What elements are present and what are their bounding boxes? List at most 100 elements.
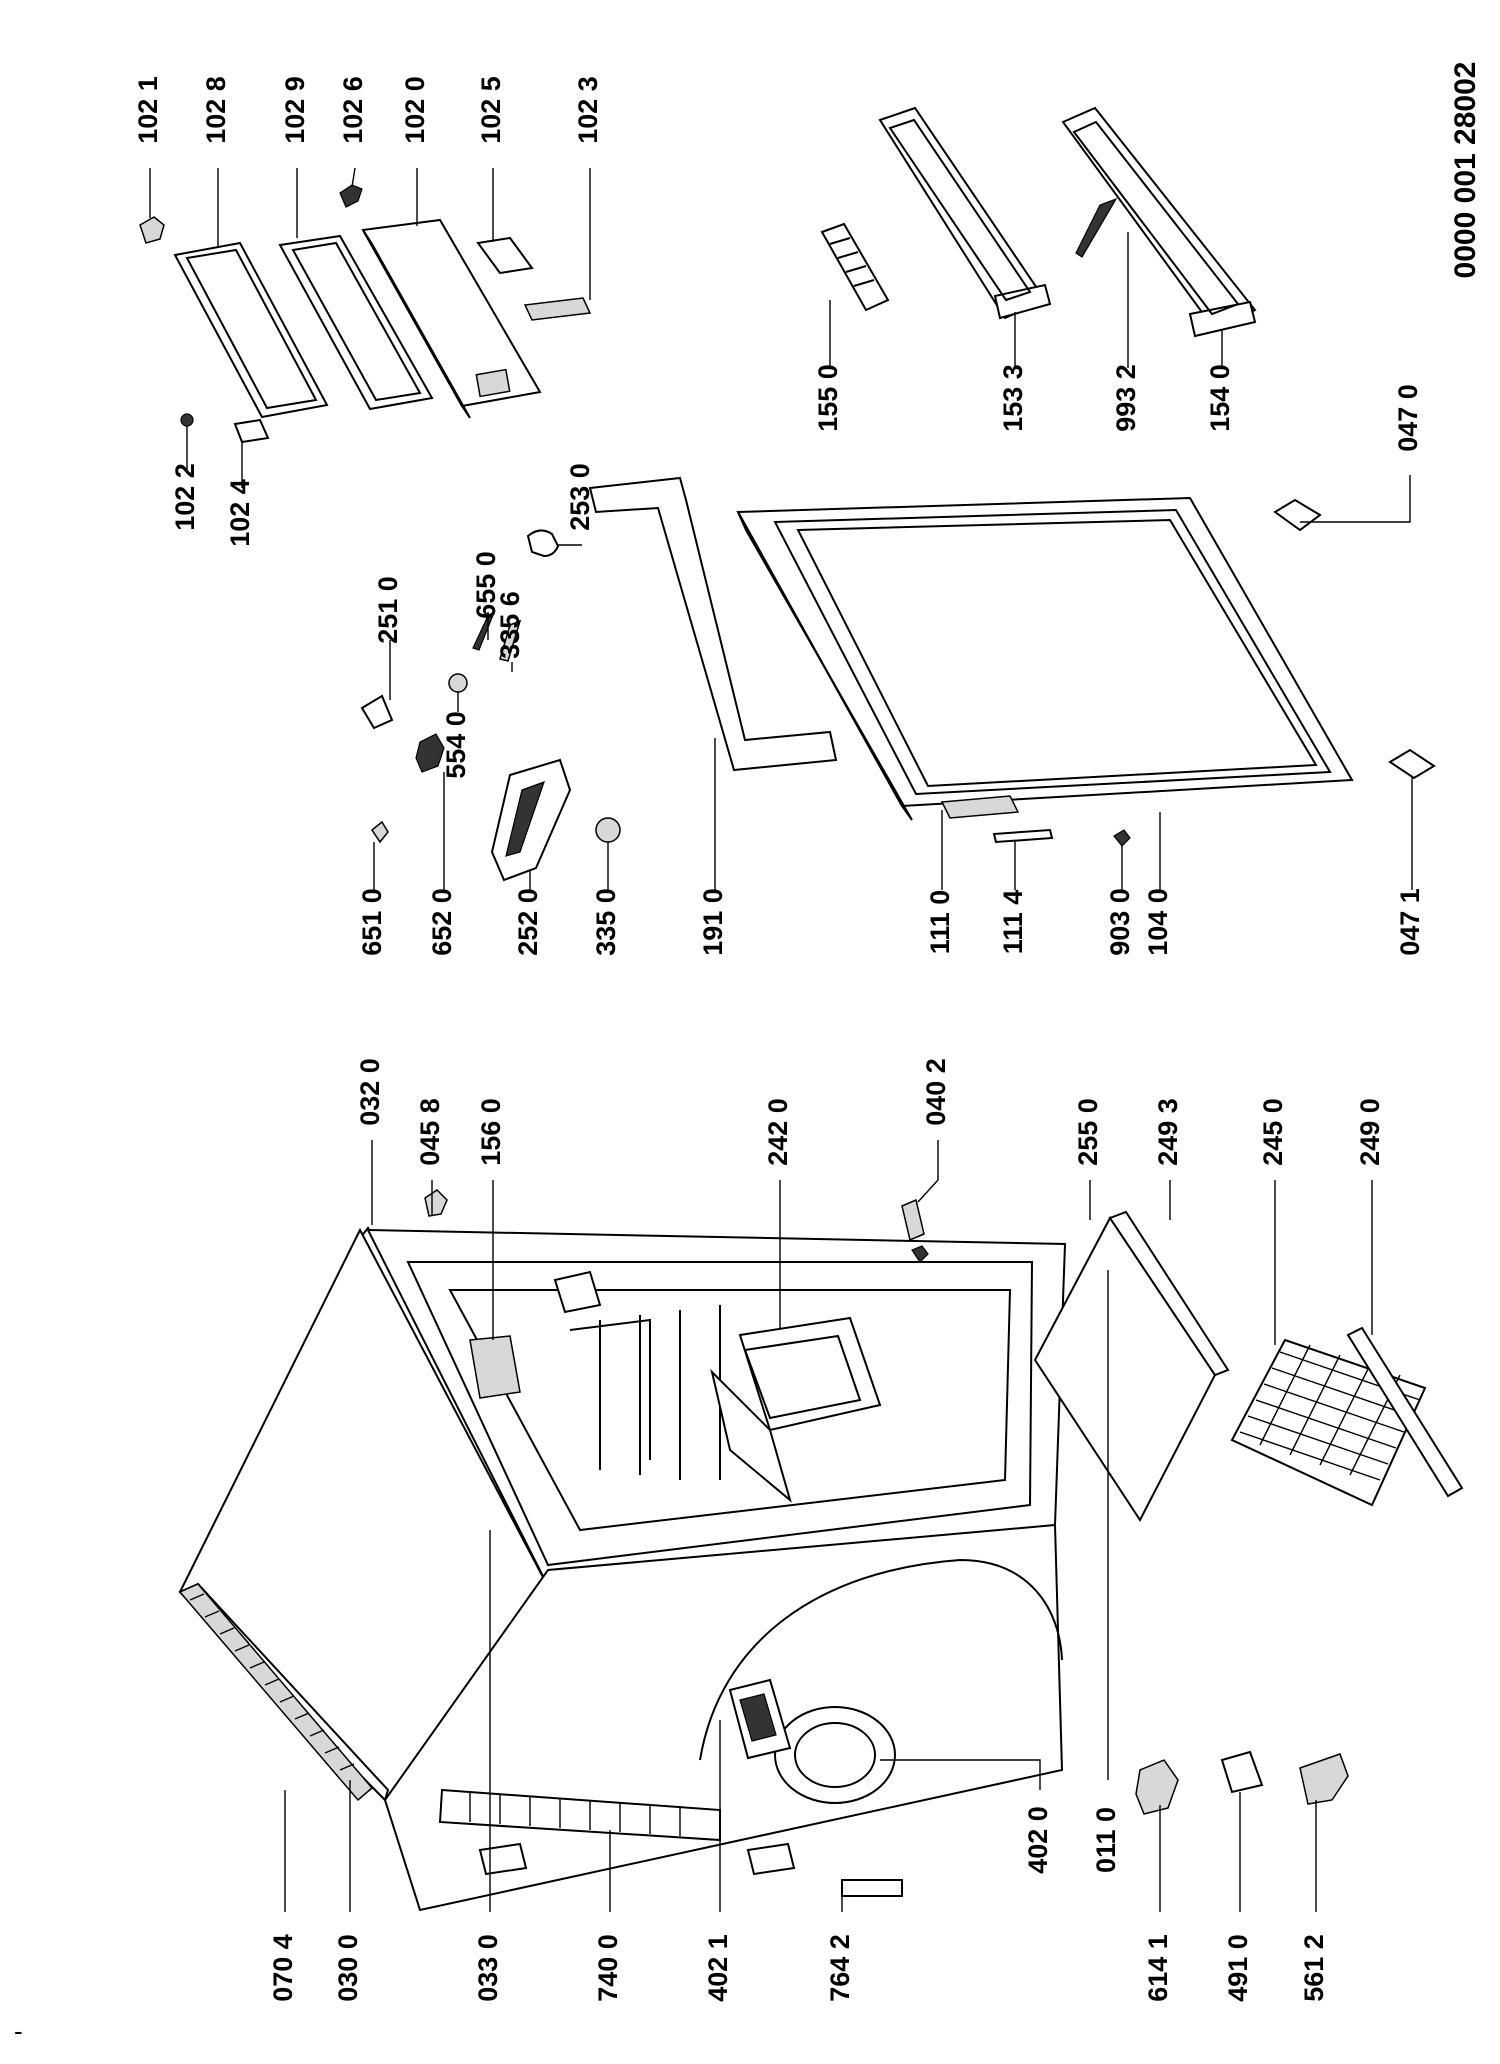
- hinge-0402-pin: [911, 1245, 929, 1263]
- door-screw-9030: [1113, 829, 1131, 847]
- label-0320: 032 0: [355, 1058, 385, 1126]
- freezer-door-bracket-1024: [233, 418, 270, 444]
- door-shelf-1540-side: [1188, 300, 1257, 338]
- condenser-fins: [469, 1792, 681, 1836]
- loose-parts: [1135, 1750, 1349, 1815]
- label-0300: 030 0: [333, 1934, 363, 2002]
- grid-shelf-2450: [1230, 1338, 1427, 1507]
- label-6510: 651 0: [357, 888, 387, 956]
- label-9932: 993 2: [1111, 364, 1141, 432]
- grille-strip-hatch: [189, 1593, 355, 1771]
- label-5612: 561 2: [1299, 1934, 1329, 2002]
- label-2493: 249 3: [1153, 1098, 1183, 1166]
- corner-mark: -: [14, 2016, 23, 2046]
- label-2450: 245 0: [1258, 1098, 1288, 1166]
- shelves-set: [1033, 1210, 1464, 1522]
- freezer-door-plate-1025: [476, 236, 534, 275]
- door-shelf-1533-lip: [888, 118, 1032, 302]
- freezer-door-frame-inner: [185, 248, 318, 410]
- thermostat-housing: [553, 1270, 602, 1314]
- label-0402: 040 2: [921, 1058, 951, 1126]
- label-2490: 249 0: [1355, 1098, 1385, 1166]
- leader-lines-top-right: [149, 167, 591, 488]
- shelf-trim-2493: [1108, 1210, 1230, 1377]
- door-panel-inner2: [796, 518, 1318, 788]
- label-4021: 402 1: [703, 1934, 733, 2002]
- screw-0458: [424, 1189, 448, 1217]
- freezer-door-inner-frame-1029: [278, 234, 434, 411]
- egg-tray-cells: [829, 237, 875, 287]
- label-1540: 154 0: [1205, 364, 1235, 432]
- label-0704: 070 4: [268, 1934, 298, 2002]
- leader-lines-bottom: [284, 1140, 1373, 1912]
- part-2530-cap: [526, 529, 560, 558]
- freezer-door-latch-1023: [523, 297, 592, 321]
- part-6510-pin: [370, 820, 389, 844]
- condenser-bracket-left: [478, 1842, 528, 1876]
- part-6550-sensor: [472, 609, 496, 651]
- label-7400: 740 0: [593, 1934, 623, 2002]
- door-assembly: [588, 476, 1354, 847]
- door-handle-1110: [940, 795, 1020, 819]
- label-0471: 047 1: [1395, 888, 1425, 956]
- part-2510-cover: [360, 694, 394, 730]
- label-1029: 102 9: [280, 76, 310, 144]
- label-3356: 335 6: [495, 591, 525, 659]
- freezer-door-clip-1021: [139, 216, 165, 244]
- cabinet-interior-back: [448, 1289, 1012, 1532]
- grid-shelf-wires: [1239, 1344, 1421, 1481]
- label-5540: 554 0: [441, 711, 471, 779]
- door-panel-inner: [773, 508, 1332, 796]
- label-0458: 045 8: [415, 1098, 445, 1166]
- leader-lines-shelves: [829, 232, 1413, 890]
- cabinet-assembly: [178, 1189, 1125, 1912]
- part-6520-thermostat: [415, 733, 445, 773]
- label-1021: 102 1: [133, 76, 163, 144]
- door-shelves: [820, 106, 1436, 780]
- label-1114: 111 4: [998, 890, 1028, 955]
- light-block-1560: [469, 1335, 521, 1399]
- egg-tray-1550: [820, 222, 890, 312]
- label-4910: 491 0: [1223, 1934, 1253, 2002]
- compressor-dome: [794, 1722, 876, 1788]
- freezer-door-frame-1028: [173, 241, 329, 419]
- shelf-trim-2490: [1346, 1326, 1464, 1498]
- part-4910: [1220, 1750, 1264, 1794]
- compressor-recess: [699, 1558, 1063, 1761]
- leader-lines-door: [714, 738, 1161, 890]
- foot-0471: [1388, 748, 1436, 780]
- freezer-door-panel-side: [362, 229, 471, 419]
- label-1533: 153 3: [998, 364, 1028, 432]
- label-3350: 335 0: [591, 888, 621, 956]
- grille-strip-0704: [178, 1583, 374, 1802]
- compressor-4020: [774, 1706, 896, 1804]
- part-3350-bulb: [595, 817, 621, 843]
- door-shelf-1540: [1061, 106, 1257, 332]
- freezer-door-assembly: [139, 184, 592, 444]
- label-2520: 252 0: [513, 888, 543, 956]
- part-2520-detail: [505, 781, 545, 857]
- door-gasket-1910: [588, 476, 838, 772]
- bottle-retainer-9932: [1075, 197, 1118, 258]
- label-1110: 111 0: [925, 890, 955, 955]
- label-1550: 155 0: [813, 364, 843, 432]
- label-1024: 102 4: [225, 479, 255, 547]
- condenser-bracket-right: [746, 1842, 796, 1876]
- label-1025: 102 5: [476, 76, 506, 144]
- label-0330: 033 0: [473, 1934, 503, 2002]
- label-6550: 655 0: [471, 551, 501, 619]
- label-1560: 156 0: [476, 1098, 506, 1166]
- label-4020: 402 0: [1023, 1806, 1053, 1874]
- label-1910: 191 0: [698, 888, 728, 956]
- label-2510: 251 0: [373, 576, 403, 644]
- label-1026: 102 6: [338, 76, 368, 144]
- part-6141: [1135, 1759, 1179, 1815]
- door-shelf-1540-lip: [1072, 120, 1240, 316]
- hinge-0402: [901, 1198, 925, 1242]
- label-2530: 253 0: [565, 463, 595, 531]
- label-1028: 102 8: [201, 76, 231, 144]
- freezer-door-hinge-1026: [339, 184, 363, 208]
